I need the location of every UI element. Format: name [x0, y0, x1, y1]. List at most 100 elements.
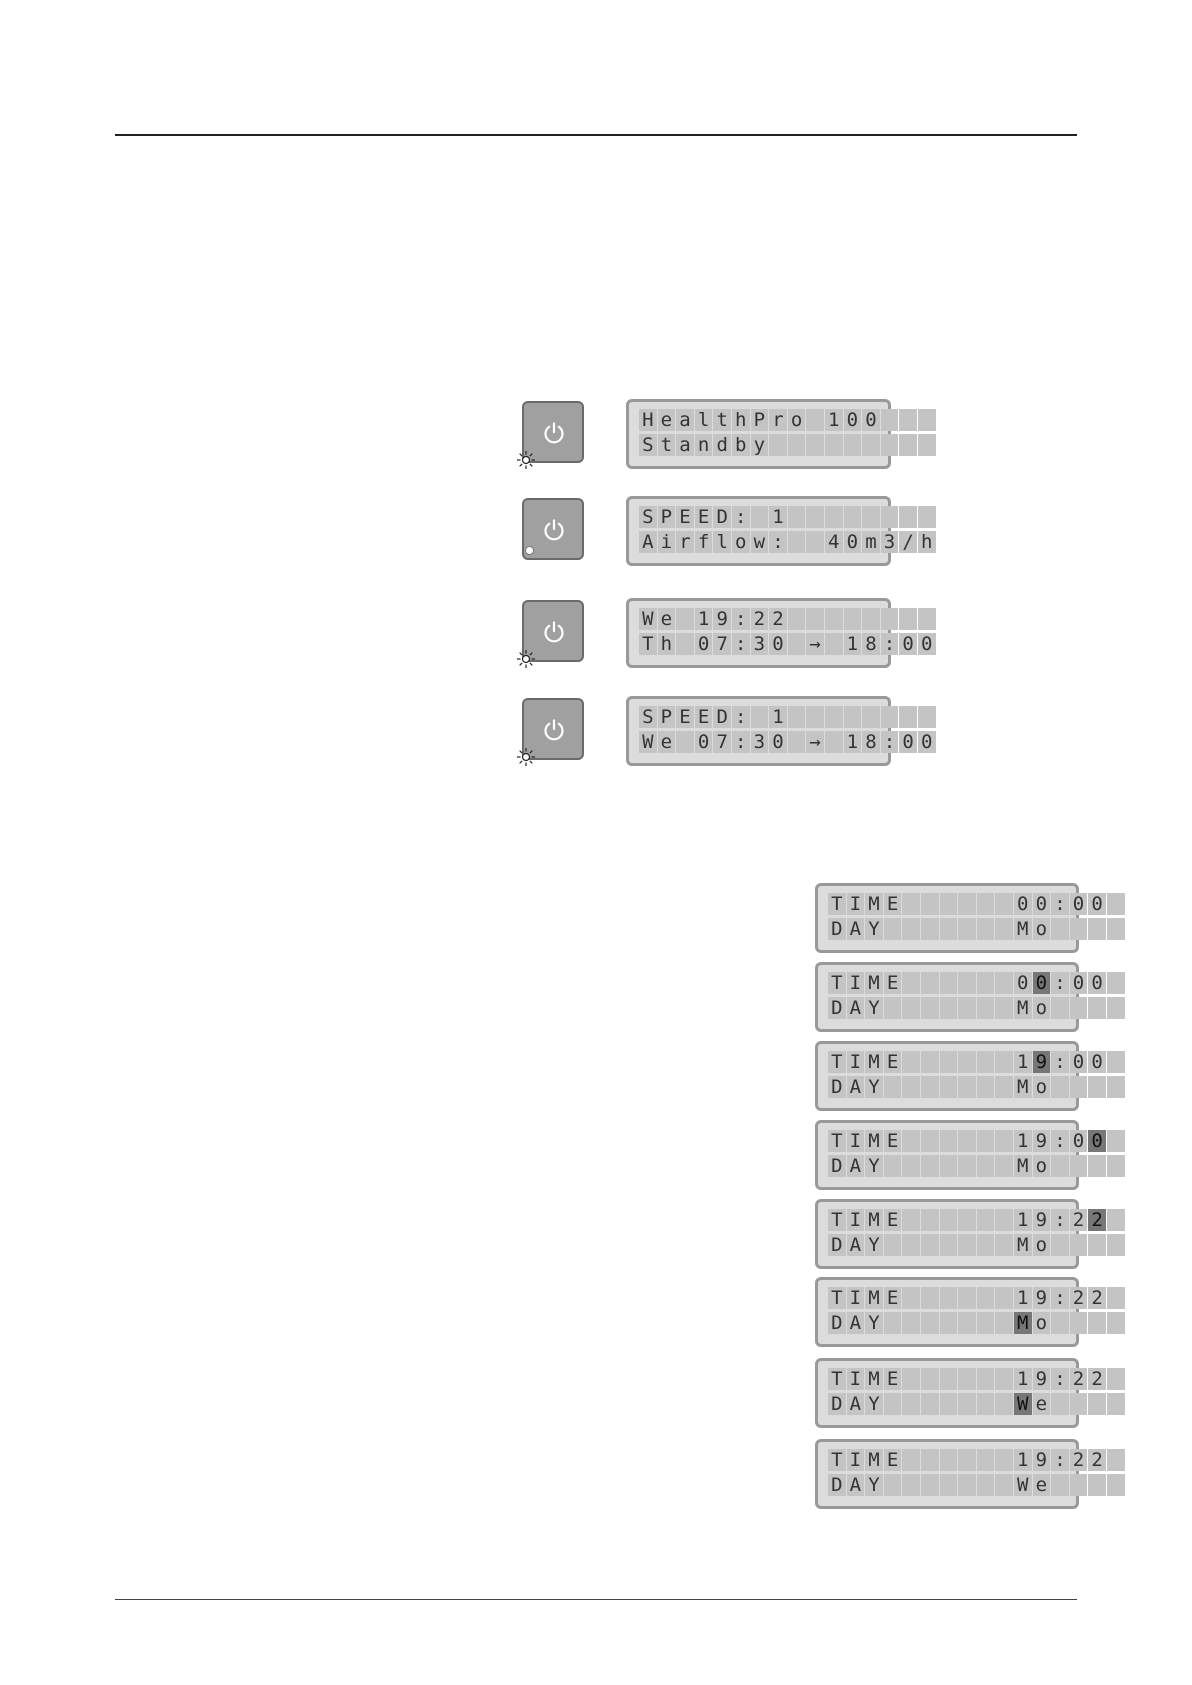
lcd-char: 9 [1032, 1368, 1051, 1390]
lcd-char [995, 1209, 1013, 1231]
lcd-char: 0 [1032, 893, 1051, 915]
lcd-char [920, 1051, 939, 1073]
lcd-char: : [1051, 1051, 1069, 1073]
lcd-char [902, 1051, 920, 1073]
lcd-char: : [1051, 1209, 1069, 1231]
lcd-char: 1 [1013, 1449, 1032, 1471]
lcd-char [862, 506, 880, 528]
lcd-char: W [1013, 1474, 1032, 1496]
lcd-char: 0 [917, 633, 936, 655]
lcd-char: E [883, 972, 902, 994]
lcd-char [806, 434, 824, 456]
lcd-char: D [828, 918, 846, 940]
lcd-char: Y [865, 1076, 883, 1098]
lcd-char [902, 1076, 920, 1098]
lcd-char [787, 706, 806, 728]
lcd-char: D [828, 1155, 846, 1177]
lcd-char [958, 1234, 976, 1256]
lcd-char [995, 1076, 1013, 1098]
lcd-char [939, 1449, 958, 1471]
lcd-char: D [828, 1393, 846, 1415]
lcd-char [995, 1312, 1013, 1334]
lcd-char: Y [865, 1234, 883, 1256]
lcd-char [880, 434, 899, 456]
lcd-char: h [657, 633, 676, 655]
lcd-char: A [846, 1393, 865, 1415]
lcd-char: 0 [1088, 1130, 1106, 1152]
power-button[interactable] [522, 498, 584, 560]
lcd-char [902, 918, 920, 940]
lcd-char: o [1032, 997, 1051, 1019]
lcd-char [1051, 1474, 1069, 1496]
lcd-char [843, 434, 862, 456]
lcd-char: A [639, 531, 657, 553]
power-icon [544, 519, 564, 541]
lcd-char [939, 918, 958, 940]
lcd-char: w [750, 531, 769, 553]
lcd-char [750, 706, 769, 728]
lcd-char: I [846, 1287, 865, 1309]
power-button[interactable] [517, 401, 584, 469]
lcd-char: 8 [862, 731, 880, 753]
lcd-char [920, 972, 939, 994]
lcd-char: 0 [1069, 1130, 1088, 1152]
lcd-char [1106, 1449, 1125, 1471]
lcd-char [899, 506, 917, 528]
lcd-char [902, 1449, 920, 1471]
lcd-char: D [713, 506, 731, 528]
lcd-char [1069, 1393, 1088, 1415]
lcd-char [902, 893, 920, 915]
power-button[interactable] [517, 600, 584, 668]
lcd-char [976, 1449, 995, 1471]
lcd-char [939, 1368, 958, 1390]
lcd-char: : [731, 608, 750, 630]
lcd-char [995, 1393, 1013, 1415]
lcd-char [899, 706, 917, 728]
lcd-char: 3 [750, 731, 769, 753]
lcd-char [902, 997, 920, 1019]
lcd-char: T [828, 1449, 846, 1471]
lcd-char [902, 1474, 920, 1496]
lcd-char [976, 1287, 995, 1309]
lcd-char [902, 1312, 920, 1334]
lcd-char: 0 [1088, 893, 1106, 915]
lcd-char: 0 [899, 731, 917, 753]
lcd-char: Y [865, 997, 883, 1019]
lcd-char [976, 997, 995, 1019]
lcd-char: 0 [1032, 972, 1051, 994]
lcd-char [958, 1393, 976, 1415]
blinking-led-icon [517, 451, 535, 469]
lcd-char: T [639, 633, 657, 655]
lcd-char: P [750, 409, 769, 431]
lcd-char: M [1013, 997, 1032, 1019]
lcd-char: f [694, 531, 713, 553]
lcd-char [1051, 1234, 1069, 1256]
lcd-char [1106, 1155, 1125, 1177]
lcd-char [939, 1155, 958, 1177]
lcd-char [1069, 1312, 1088, 1334]
lcd-char [1051, 918, 1069, 940]
lcd-char: E [883, 1449, 902, 1471]
lcd-char: M [1013, 918, 1032, 940]
lcd-char [920, 1287, 939, 1309]
lcd-char [976, 918, 995, 940]
power-button[interactable] [517, 698, 584, 766]
lcd-char [787, 506, 806, 528]
lcd-char [1106, 1368, 1125, 1390]
lcd-char: S [639, 434, 657, 456]
lcd-char [899, 434, 917, 456]
lcd-char [939, 1076, 958, 1098]
lcd-char: l [694, 409, 713, 431]
